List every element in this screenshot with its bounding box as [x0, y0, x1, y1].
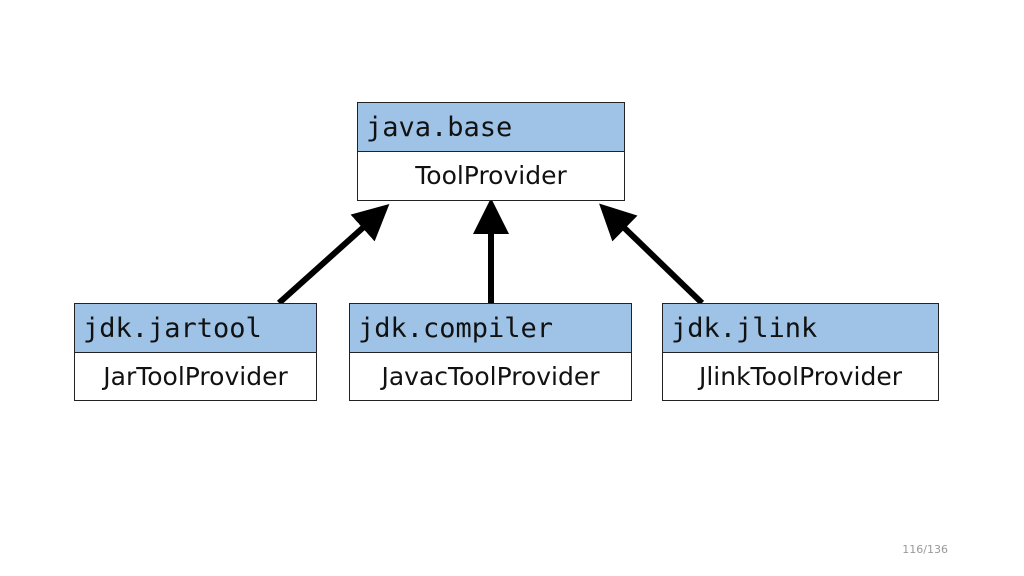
- page-number: 116/136: [902, 543, 948, 556]
- module-provider: JavacToolProvider: [350, 353, 631, 399]
- module-name: jdk.compiler: [358, 312, 554, 344]
- module-provider: JlinkToolProvider: [663, 353, 938, 399]
- provider-name: JavacToolProvider: [381, 361, 600, 391]
- arrow-jlink-to-base: [599, 203, 705, 306]
- module-header: java.base: [358, 103, 624, 152]
- module-jdk-jlink: jdk.jlink JlinkToolProvider: [662, 303, 939, 401]
- module-name: jdk.jlink: [671, 312, 818, 344]
- module-name: jdk.jartool: [83, 312, 262, 344]
- module-header: jdk.jlink: [663, 304, 938, 353]
- provider-name: JarToolProvider: [103, 361, 288, 391]
- arrow-jartool-to-base: [276, 203, 390, 306]
- module-name: java.base: [366, 111, 513, 143]
- module-provider: JarToolProvider: [75, 353, 316, 399]
- module-jdk-compiler: jdk.compiler JavacToolProvider: [349, 303, 632, 401]
- module-provider: ToolProvider: [358, 152, 624, 198]
- module-java-base: java.base ToolProvider: [357, 102, 625, 201]
- provider-name: JlinkToolProvider: [698, 361, 903, 391]
- module-header: jdk.compiler: [350, 304, 631, 353]
- provider-name: ToolProvider: [415, 160, 567, 190]
- module-jdk-jartool: jdk.jartool JarToolProvider: [74, 303, 317, 401]
- module-header: jdk.jartool: [75, 304, 316, 353]
